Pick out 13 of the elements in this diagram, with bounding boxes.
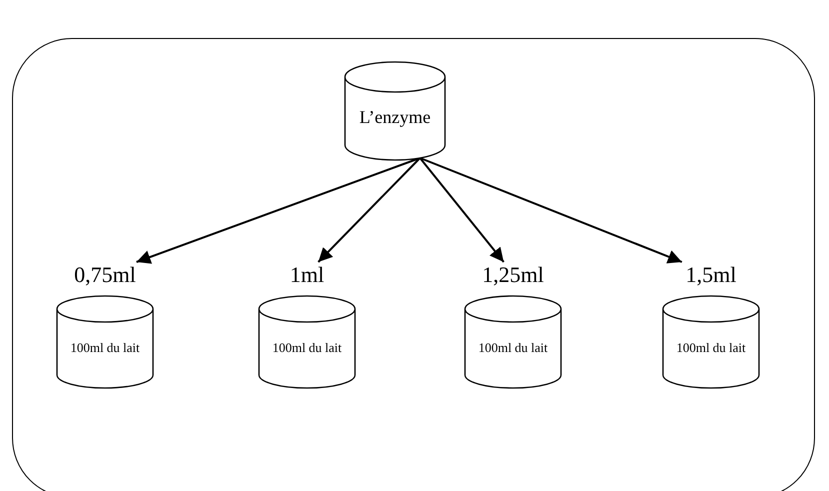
container-label: 100ml du lait — [70, 340, 140, 356]
volume-label: 0,75ml — [74, 262, 136, 288]
container-label: L’enzyme — [358, 106, 432, 130]
volume-label: 1ml — [290, 262, 324, 288]
container-label: 100ml du lait — [478, 340, 548, 356]
volume-label: 1,5ml — [686, 262, 736, 288]
container-label: 100ml du lait — [272, 340, 342, 356]
arrow — [318, 157, 421, 263]
arrow — [136, 157, 420, 264]
arrow — [420, 157, 682, 264]
arrow — [419, 157, 504, 263]
container-label: 100ml du lait — [676, 340, 746, 356]
volume-label: 1,25ml — [482, 262, 544, 288]
